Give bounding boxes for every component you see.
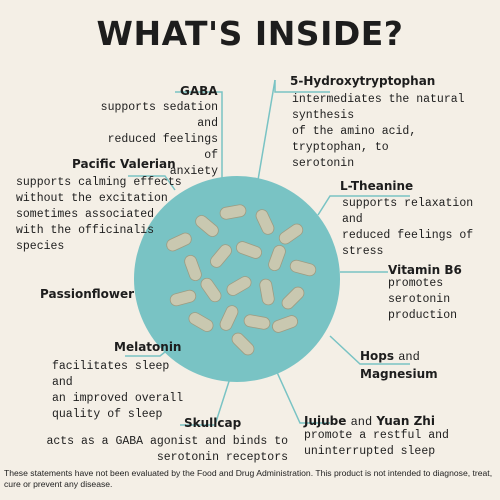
hops-label: Hops and	[360, 349, 420, 364]
jujube-description: promote a restful and uninterrupted slee…	[304, 428, 484, 460]
theanine-label: L-Theanine	[340, 179, 414, 193]
theanine-desc-line: reduced feelings of	[342, 229, 474, 242]
theanine-desc-line: stress	[342, 245, 384, 258]
gaba-desc-line: supports sedation and	[100, 101, 218, 130]
gaba-desc-line: reduced feelings of	[107, 133, 218, 162]
capsules-image	[166, 204, 317, 356]
vitamin-b6-description: promotes serotonin production	[388, 276, 488, 324]
theanine-description: supports relaxation and reduced feelings…	[342, 196, 498, 260]
melatonin-desc-line: an improved overall	[52, 392, 184, 405]
valerian-desc-line: sometimes associated	[16, 208, 155, 221]
connector-hops	[329, 335, 410, 365]
valerian-desc-line: with the officinalis species	[16, 224, 155, 253]
disclaimer-line: cure or prevent any disease.	[4, 479, 113, 489]
valerian-label: Pacific Valerian	[72, 157, 176, 171]
jujube-name: Jujube	[304, 414, 347, 428]
valerian-desc-line: without the excitation	[16, 192, 168, 205]
valerian-description: supports calming effects without the exc…	[16, 175, 182, 255]
skullcap-desc-line: acts as a GABA agonist and binds to	[46, 435, 288, 448]
htp-desc-line: of the amino acid, tryptophan, to	[292, 125, 417, 154]
melatonin-desc-line: quality of sleep	[52, 408, 163, 421]
melatonin-label: Melatonin	[114, 340, 182, 354]
jujube-label: Jujube and Yuan Zhi	[304, 414, 435, 429]
yuan-zhi-name: Yuan Zhi	[376, 414, 435, 428]
valerian-desc-line: supports calming effects	[16, 176, 182, 189]
disclaimer-line: These statements have not been evaluated…	[4, 468, 493, 478]
theanine-desc-line: supports relaxation and	[342, 197, 474, 226]
melatonin-description: facilitates sleep and an improved overal…	[52, 359, 192, 423]
connector-gaba	[175, 91, 223, 178]
gaba-desc-line: anxiety	[169, 165, 218, 178]
vitamin-b6-desc-line: promotes	[388, 277, 444, 290]
connector-theanine	[317, 195, 410, 216]
skullcap-desc-line: serotonin receptors	[156, 451, 288, 464]
connector-valerian	[128, 175, 176, 191]
hops-joiner: and	[398, 350, 420, 364]
connector-jujube	[275, 369, 330, 424]
disclaimer: These statements have not been evaluated…	[4, 468, 496, 490]
melatonin-desc-line: facilitates sleep and	[52, 360, 170, 389]
jujube-desc-line: uninterrupted sleep	[304, 445, 436, 458]
connector-skullcap	[180, 371, 233, 426]
gaba-description: supports sedation and reduced feelings o…	[90, 100, 218, 180]
vitamin-b6-desc-line: serotonin	[388, 293, 451, 306]
skullcap-description: acts as a GABA agonist and binds to sero…	[20, 434, 288, 466]
htp-label: 5-Hydroxytryptophan	[290, 74, 436, 88]
jujube-joiner: and	[350, 415, 373, 429]
page-title: WHAT'S INSIDE?	[96, 14, 404, 53]
htp-desc-line: serotonin	[292, 157, 355, 170]
magnesium-label: Magnesium	[360, 367, 438, 381]
passionflower-label: Passionflower	[40, 287, 135, 301]
hops-name: Hops	[360, 349, 395, 363]
jujube-desc-line: promote a restful and	[304, 429, 449, 442]
htp-description: intermediates the natural synthesis of t…	[292, 92, 498, 172]
htp-desc-line: intermediates the natural synthesis	[292, 93, 465, 122]
gaba-label: GABA	[180, 84, 218, 98]
skullcap-label: Skullcap	[184, 416, 242, 430]
connector-htp-diag	[257, 79, 276, 181]
vitamin-b6-label: Vitamin B6	[388, 263, 462, 277]
vitamin-b6-desc-line: production	[388, 309, 458, 322]
